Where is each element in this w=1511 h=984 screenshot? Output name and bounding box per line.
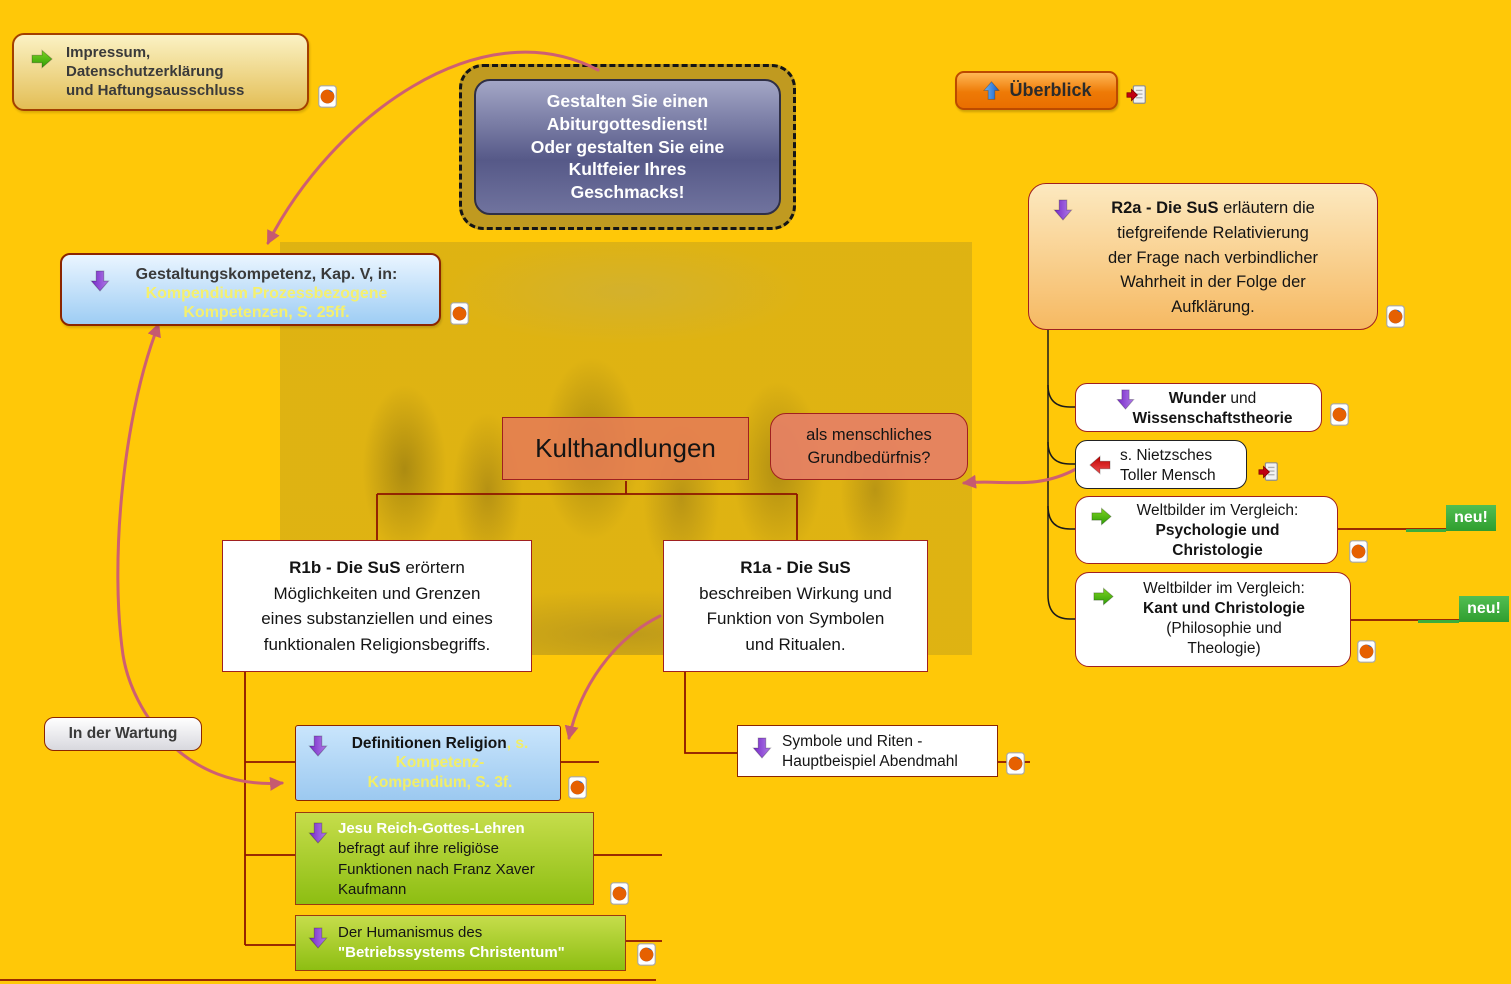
wartung-label: In der Wartung (68, 725, 178, 742)
topic-nietzsche-toller-mensch[interactable]: s. Nietzsches Toller Mensch (1075, 440, 1247, 489)
welt2-rest: (Philosophie und Theologie) (1166, 620, 1282, 658)
gestaltung-source: Kompendium Prozessbezogene Kompetenzen, … (145, 285, 388, 322)
firefox-link-icon[interactable] (1349, 540, 1368, 563)
topic-kulthandlungen[interactable]: Kulthandlungen (502, 417, 749, 480)
topic-weltbilder-kant[interactable]: Weltbilder im Vergleich: Kant und Christ… (1075, 572, 1351, 667)
humanismus-intro: Der Humanismus des (338, 924, 483, 941)
gestaltung-title: Gestaltungskompetenz, Kap. V, in: (135, 266, 398, 283)
definitionen-source: , s. Kompetenz- Kompendium, S. 3f. (367, 735, 529, 791)
jesu-text: befragt auf ihre religiöse Funktionen na… (338, 840, 535, 898)
topic-r1b[interactable]: R1b - Die SuS erörtern Möglichkeiten und… (222, 540, 532, 672)
r1b-text: erörtern Möglichkeiten und Grenzen eines… (261, 558, 493, 654)
topic-definitionen-religion[interactable]: Definitionen Religion, s. Kompetenz- Kom… (295, 725, 561, 801)
topic-wunder-wissenschaftstheorie[interactable]: Wunder und Wissenschaftstheorie (1075, 383, 1322, 432)
topic-in-der-wartung[interactable]: In der Wartung (44, 717, 202, 751)
welt2-intro: Weltbilder im Vergleich: (1143, 580, 1305, 597)
topic-humanismus-betriebssystem[interactable]: Der Humanismus des "Betriebssystems Chri… (295, 915, 626, 971)
purple-down-arrow-icon[interactable] (306, 821, 330, 845)
r1a-code: R1a - Die SuS (740, 558, 851, 577)
green-right-arrow-icon (1092, 585, 1115, 608)
topic-grundbeduerfnis[interactable]: als menschliches Grundbedürfnis? (770, 413, 968, 480)
purple-down-arrow-icon[interactable] (1114, 388, 1137, 411)
welt1-bold: Psychologie und Christologie (1155, 522, 1280, 560)
wunder-bold1: Wunder (1168, 390, 1227, 407)
wunder-bold2: Wissenschaftstheorie (1132, 410, 1293, 428)
topic-impressum[interactable]: Impressum, Datenschutzerklärung und Haft… (12, 33, 309, 111)
neu-badge-kant[interactable]: neu! (1459, 596, 1509, 622)
firefox-link-icon[interactable] (450, 302, 469, 325)
r2a-code: R2a - Die SuS (1111, 199, 1219, 217)
document-link-icon[interactable] (1126, 84, 1148, 106)
grundbeduerfnis-label: als menschliches Grundbedürfnis? (806, 426, 932, 467)
r2a-text: erläutern die tiefgreifende Relativierun… (1107, 199, 1319, 316)
topic-ueberblick-button[interactable]: Überblick (955, 71, 1118, 110)
topic-central-abiturgottesdienst[interactable]: Gestalten Sie einen Abiturgottesdienst! … (459, 64, 796, 230)
purple-down-arrow-icon[interactable] (88, 269, 112, 293)
firefox-link-icon[interactable] (1330, 403, 1349, 426)
neu-badge-psychologie[interactable]: neu! (1446, 505, 1496, 531)
kulthandlungen-label: Kulthandlungen (535, 433, 716, 463)
red-left-arrow-icon (1088, 453, 1112, 477)
humanismus-bold: "Betriebssystems Christentum" (338, 944, 565, 962)
topic-symbole-und-riten[interactable]: Symbole und Riten - Hauptbeispiel Abendm… (737, 725, 998, 777)
green-right-arrow-icon (30, 47, 54, 71)
topic-r2a[interactable]: R2a - Die SuS erläutern die tiefgreifend… (1028, 183, 1378, 330)
wunder-mid: und (1230, 390, 1257, 407)
topic-r1a[interactable]: R1a - Die SuS beschreiben Wirkung und Fu… (663, 540, 928, 672)
symbole-label: Symbole und Riten - Hauptbeispiel Abendm… (782, 733, 958, 771)
welt1-intro: Weltbilder im Vergleich: (1136, 502, 1299, 519)
r1b-code: R1b - Die SuS (289, 558, 401, 577)
purple-down-arrow-icon[interactable] (1051, 198, 1075, 222)
definitionen-bold: Definitionen Religion (351, 735, 507, 752)
green-right-arrow-icon (1090, 505, 1113, 528)
purple-down-arrow-icon[interactable] (306, 734, 330, 758)
ueberblick-label: Überblick (1009, 80, 1092, 100)
firefox-link-icon[interactable] (637, 943, 656, 966)
central-topic-label: Gestalten Sie einen Abiturgottesdienst! … (530, 91, 725, 203)
jesu-bold: Jesu Reich-Gottes-Lehren (338, 820, 525, 837)
firefox-link-icon[interactable] (1357, 640, 1376, 663)
welt2-bold: Kant und Christologie (1143, 600, 1305, 618)
topic-weltbilder-psychologie[interactable]: Weltbilder im Vergleich: Psychologie und… (1075, 496, 1338, 564)
neu-label: neu! (1467, 600, 1501, 617)
topic-impressum-label: Impressum, Datenschutzerklärung und Haft… (66, 44, 245, 100)
purple-down-arrow-icon[interactable] (306, 926, 330, 950)
topic-jesu-reich-gottes-lehren[interactable]: Jesu Reich-Gottes-Lehren befragt auf ihr… (295, 812, 594, 905)
blue-up-arrow-icon (981, 80, 1002, 101)
firefox-link-icon[interactable] (610, 882, 629, 905)
firefox-link-icon[interactable] (1006, 752, 1025, 775)
firefox-link-icon[interactable] (1386, 305, 1405, 328)
document-link-icon[interactable] (1258, 461, 1280, 483)
firefox-link-icon[interactable] (568, 776, 587, 799)
nietzsche-label: s. Nietzsches Toller Mensch (1120, 447, 1216, 485)
r1a-text: beschreiben Wirkung und Funktion von Sym… (699, 583, 892, 654)
topic-gestaltungskompetenz[interactable]: Gestaltungskompetenz, Kap. V, in: Kompen… (60, 253, 441, 326)
neu-label: neu! (1454, 509, 1488, 526)
purple-down-arrow-icon[interactable] (750, 736, 774, 760)
firefox-link-icon[interactable] (318, 85, 337, 108)
